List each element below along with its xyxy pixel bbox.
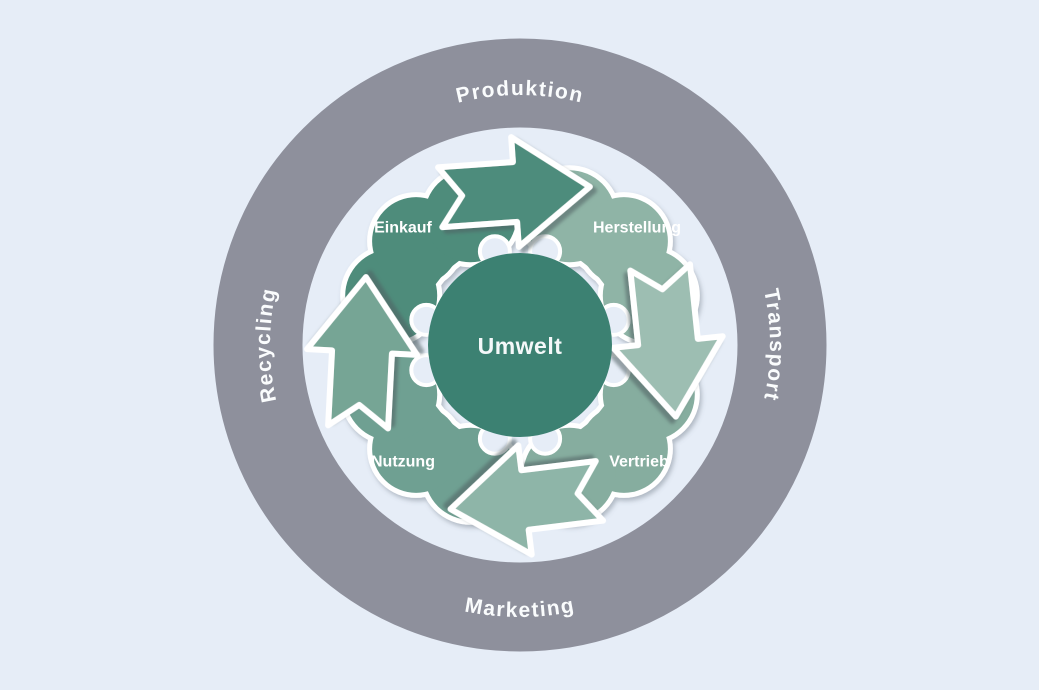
center-label: Umwelt xyxy=(478,333,563,359)
cycle-arrow-bottom xyxy=(447,442,607,558)
segment-label-vertrieb: Vertrieb xyxy=(609,454,669,471)
cycle-arrow-top xyxy=(435,134,593,250)
cycle-arrow-left xyxy=(304,274,420,432)
segment-label-herstellung: Herstellung xyxy=(593,220,681,237)
center-circle xyxy=(428,253,612,437)
cycle-arrow-right xyxy=(610,261,726,420)
outer-ring xyxy=(213,38,827,652)
segment-label-einkauf: Einkauf xyxy=(374,220,432,237)
segment-label-nutzung: Nutzung xyxy=(371,454,435,471)
